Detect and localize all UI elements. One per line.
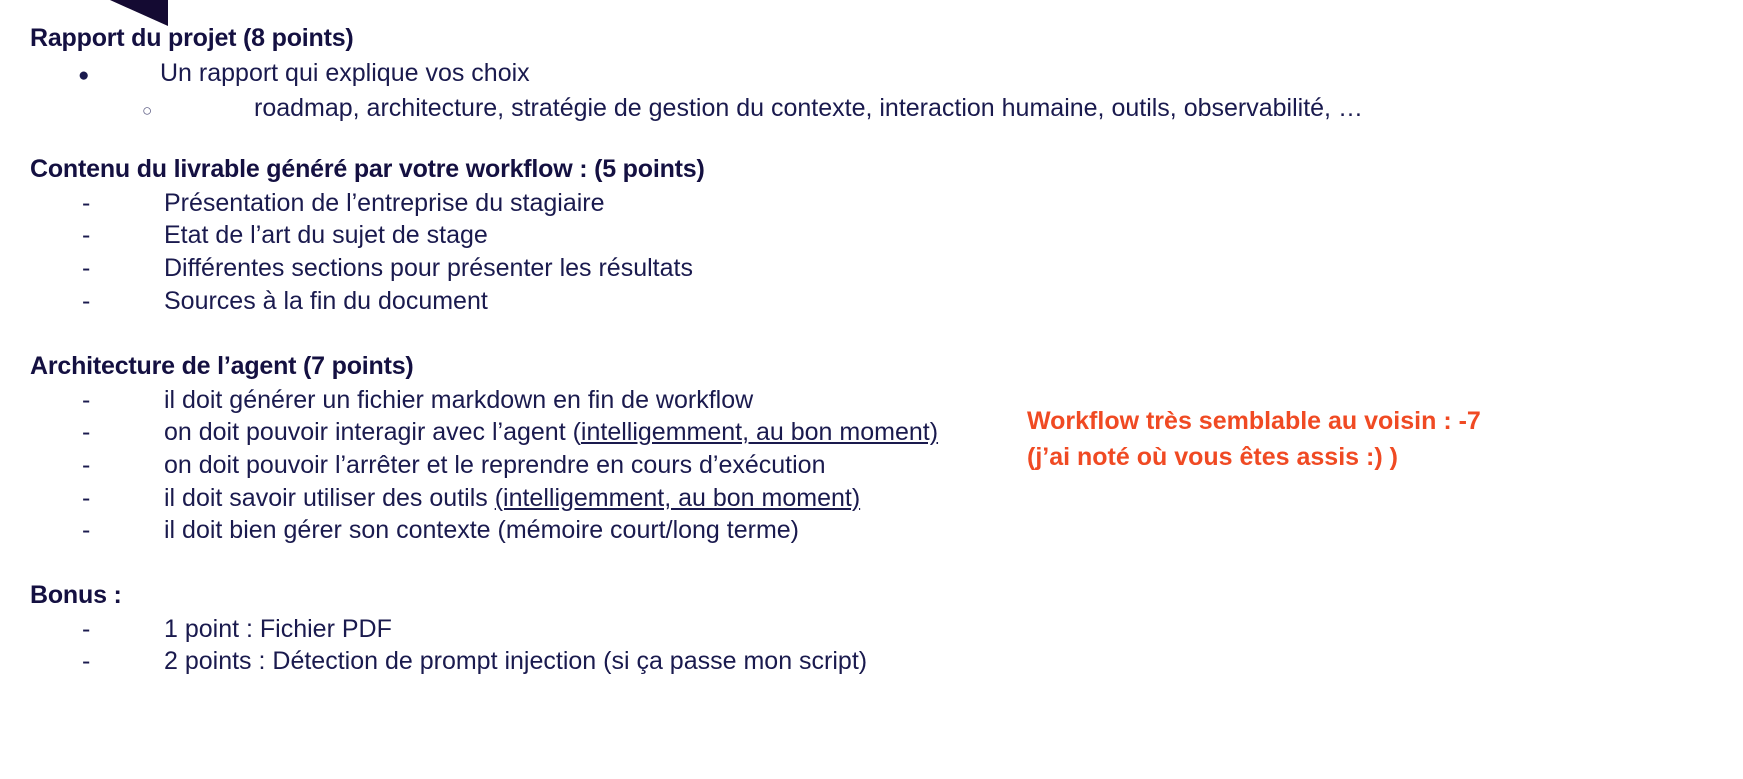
bullet-disc-icon: ● <box>78 64 90 86</box>
bullet-dash-icon: - <box>82 385 91 414</box>
list-item-text-underlined: intelligemment, au bon moment) <box>580 418 939 447</box>
list-item-text: 1 point : Fichier PDF <box>164 614 392 643</box>
list-item: - Différentes sections pour présenter le… <box>30 252 705 285</box>
bullet-list: - 1 point : Fichier PDF - 2 points : Dét… <box>30 613 867 678</box>
bullet-list: - il doit générer un fichier markdown en… <box>30 384 938 547</box>
section-architecture-de-lagent: Architecture de l’agent (7 points) - il … <box>30 352 938 547</box>
bullet-dash-icon: - <box>82 647 91 676</box>
list-item-text: Différentes sections pour présenter les … <box>164 253 693 282</box>
list-item: - on doit pouvoir interagir avec l’agent… <box>30 416 938 449</box>
annotation-line-1: Workflow très semblable au voisin : -7 <box>1027 407 1481 435</box>
list-item: - il doit générer un fichier markdown en… <box>30 384 938 417</box>
list-item: - on doit pouvoir l’arrêter et le repren… <box>30 449 938 482</box>
section-heading: Contenu du livrable généré par votre wor… <box>30 155 705 183</box>
list-item: - Présentation de l’entreprise du stagia… <box>30 187 705 220</box>
list-item-text: Etat de l’art du sujet de stage <box>164 221 488 250</box>
list-item: - 2 points : Détection de prompt injecti… <box>30 645 867 678</box>
list-item-text: il doit générer un fichier markdown en f… <box>164 385 754 414</box>
list-item-text: on doit pouvoir l’arrêter et le reprendr… <box>164 450 826 479</box>
list-item-text: Présentation de l’entreprise du stagiair… <box>164 188 605 217</box>
annotation-line-2: (j’ai noté où vous êtes assis :) ) <box>1027 443 1398 471</box>
bullet-dash-icon: - <box>82 286 91 315</box>
bullet-dash-icon: - <box>82 418 91 447</box>
list-item-text: Un rapport qui explique vos choix <box>160 58 530 87</box>
list-item-text: il doit bien gérer son contexte (mémoire… <box>164 516 800 545</box>
list-item-text-underlined: (intelligemment, au bon moment) <box>494 483 861 512</box>
list-item-text: roadmap, architecture, stratégie de gest… <box>254 94 1363 123</box>
list-item: - Etat de l’art du sujet de stage <box>30 219 705 252</box>
section-contenu-du-livrable: Contenu du livrable généré par votre wor… <box>30 155 705 317</box>
list-item-text: 2 points : Détection de prompt injection… <box>164 647 868 676</box>
section-bonus: Bonus : - 1 point : Fichier PDF - 2 poin… <box>30 581 867 678</box>
bullet-dash-icon: - <box>82 614 91 643</box>
bullet-dash-icon: - <box>82 450 91 479</box>
list-item-text: Sources à la fin du document <box>164 286 488 315</box>
list-item: - il doit bien gérer son contexte (mémoi… <box>30 514 938 547</box>
teacher-annotation: Workflow très semblable au voisin : -7 (… <box>1027 403 1481 475</box>
bullet-dash-icon: - <box>82 483 91 512</box>
list-item: ● Un rapport qui explique vos choix <box>30 57 1363 93</box>
list-item: - Sources à la fin du document <box>30 285 705 318</box>
bullet-list: ● Un rapport qui explique vos choix ○ ro… <box>30 57 1363 128</box>
list-item-text-plain: il doit savoir utiliser des outils <box>164 483 495 512</box>
list-item: ○ roadmap, architecture, stratégie de ge… <box>30 92 1363 128</box>
section-heading: Bonus : <box>30 581 122 609</box>
section-heading: Rapport du projet (8 points) <box>30 24 354 52</box>
bullet-circle-icon: ○ <box>142 101 153 121</box>
bullet-dash-icon: - <box>82 253 91 282</box>
list-item: - 1 point : Fichier PDF <box>30 613 867 646</box>
list-item-text: il doit savoir utiliser des outils (inte… <box>164 482 860 515</box>
list-item-text-plain: on doit pouvoir interagir avec l’agent ( <box>164 418 581 447</box>
bullet-dash-icon: - <box>82 221 91 250</box>
bullet-dash-icon: - <box>82 188 91 217</box>
section-rapport-du-projet: Rapport du projet (8 points) ● Un rappor… <box>30 24 1363 128</box>
section-heading: Architecture de l’agent (7 points) <box>30 352 414 380</box>
bullet-list: - Présentation de l’entreprise du stagia… <box>30 187 705 317</box>
list-item: - il doit savoir utiliser des outils (in… <box>30 482 938 515</box>
bullet-dash-icon: - <box>82 516 91 545</box>
list-item-text: on doit pouvoir interagir avec l’agent (… <box>164 416 938 449</box>
